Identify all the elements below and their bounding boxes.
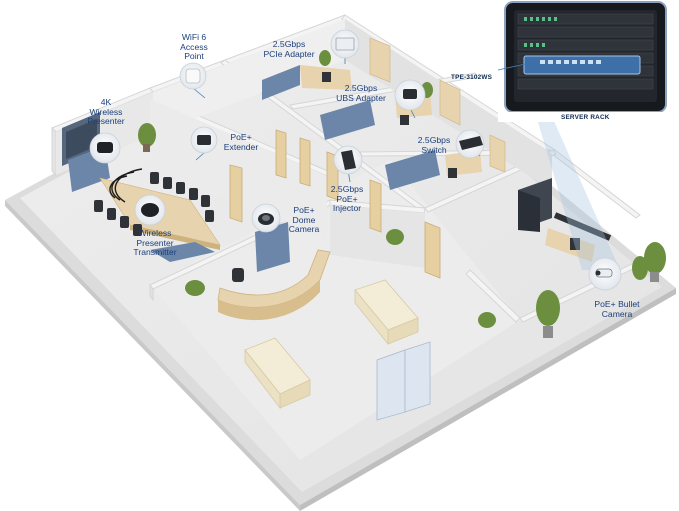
pcie-adapter-device	[330, 29, 360, 59]
offices	[262, 37, 506, 190]
label-dome-camera: PoE+ Dome Camera	[288, 205, 320, 235]
usb-adapter-device	[394, 79, 426, 111]
doors	[229, 129, 441, 421]
dome-camera-device	[251, 203, 281, 233]
label-switch: 2.5Gbps Switch	[417, 135, 451, 155]
label-poe-injector: 2.5Gbps PoE+ Injector	[330, 184, 364, 214]
wifi-access-point-device	[179, 62, 207, 90]
presenter-transmitter-device	[134, 194, 166, 226]
label-tpe-model: TPE-3102WS	[451, 74, 493, 81]
poe-extender-device	[190, 126, 218, 154]
wireless-presenter-device	[89, 132, 121, 164]
device-circles	[89, 29, 622, 291]
label-server-rack: SERVER RACK	[561, 114, 610, 121]
label-usb-adapter: 2.5Gbps UBS Adapter	[336, 83, 386, 103]
label-bullet-camera: PoE+ Bullet Camera	[594, 299, 640, 319]
label-wireless-presenter: 4K Wireless Presenter	[87, 97, 125, 127]
switch-device	[455, 129, 485, 159]
label-pcie-adapter: 2.5Gbps PCIe Adapter	[263, 39, 315, 59]
sofas	[244, 279, 419, 410]
label-presenter-transmitter: Wireless Presenter Transmitter	[133, 228, 177, 258]
poe-injector-device	[333, 145, 363, 175]
label-wifi-access-point: WiFi 6 Access Point	[180, 32, 208, 62]
label-poe-extender: PoE+ Extender	[223, 132, 259, 152]
bullet-camera-device	[588, 257, 622, 291]
server-rack-inset	[497, 1, 674, 122]
security-room	[478, 178, 666, 338]
